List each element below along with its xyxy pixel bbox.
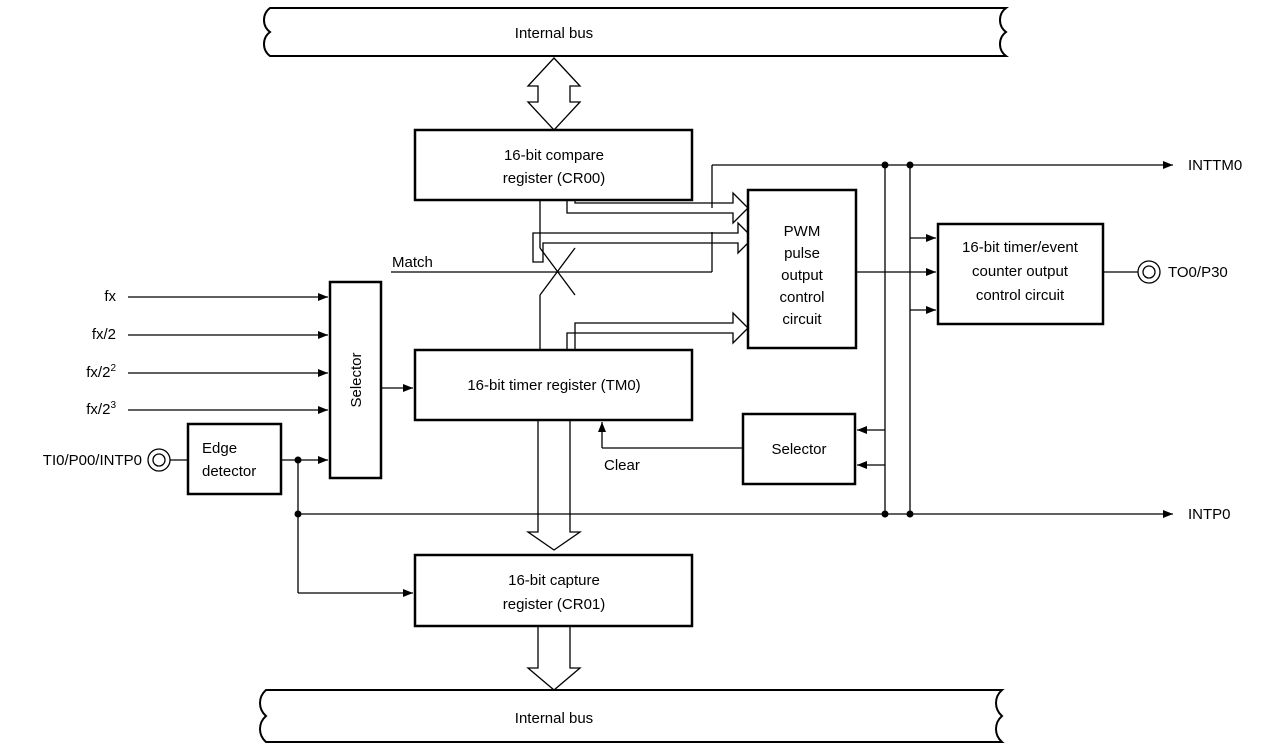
capture-register-line-2: register (CR01) [503,596,606,613]
output-control-line-2: counter output [972,263,1069,280]
clock-input-fx-4: fx/22 [86,363,116,381]
edge-detector-line-1: Edge [202,440,237,457]
bus-pipe-cr00-pwm [566,191,749,225]
selector-right-block: Selector [741,412,857,486]
to0-label: TO0/P30 [1168,264,1228,281]
clock-input-fx: fx [104,288,116,305]
pwm-line-4: control [779,289,824,306]
bus-pipe-tm0-pwm [566,311,749,351]
to0-output: TO0/P30 [1103,260,1228,284]
output-control-circuit-block: 16-bit timer/event counter output contro… [936,222,1105,326]
clear-path: Clear [598,422,743,474]
inttm0-label: INTTM0 [1188,157,1242,174]
bus-pipe-compare-pwm [532,221,754,263]
output-control-line-1: 16-bit timer/event [962,239,1079,256]
internal-bus-top: Internal bus [263,7,1009,57]
edge-detector-line-2: detector [202,463,256,480]
capture-register-block: 16-bit capture register (CR01) [413,553,694,628]
timer-register-label: 16-bit timer register (TM0) [467,377,640,394]
inttm0-output: INTTM0 [711,157,1242,208]
ti0-input: TI0/P00/INTP0 [43,448,188,472]
pwm-line-5: circuit [782,311,822,328]
compare-register-line-1: 16-bit compare [504,147,604,164]
pwm-line-1: PWM [784,223,821,240]
bus-pipe-capture-bottom [526,625,582,691]
internal-bus-top-label: Internal bus [515,25,593,42]
edge-detector-outputs: INTP0 [281,456,1231,597]
output-control-line-3: control circuit [976,287,1065,304]
internal-bus-bottom-label: Internal bus [515,710,593,727]
bus-pipe-top [526,57,582,131]
ti0-label: TI0/P00/INTP0 [43,452,142,469]
intp0-label: INTP0 [1188,506,1231,523]
clear-label: Clear [604,457,640,474]
pwm-line-2: pulse [784,245,820,262]
compare-register-block: 16-bit compare register (CR00) [413,128,694,202]
timer-register-block: 16-bit timer register (TM0) [413,348,694,422]
internal-bus-bottom: Internal bus [259,689,1005,743]
compare-register-line-2: register (CR00) [503,170,606,187]
bus-pipe-tm0-capture [525,419,583,551]
capture-register-line-1: 16-bit capture [508,572,600,589]
selector-right-label: Selector [771,441,826,458]
clock-input-fx-8: fx/23 [86,400,116,418]
match-comparator: Match [391,200,713,350]
pwm-line-3: output [781,267,824,284]
selector-left-block: Selector [328,280,383,480]
pwm-circuit-block: PWM pulse output control circuit [746,188,858,350]
selector-left-label: Selector [348,352,365,407]
clock-inputs: fx fx/2 fx/22 fx/23 [86,288,328,418]
match-label: Match [392,254,433,271]
edge-detector-block: Edge detector [186,422,283,496]
clock-input-fx-2: fx/2 [92,326,116,343]
